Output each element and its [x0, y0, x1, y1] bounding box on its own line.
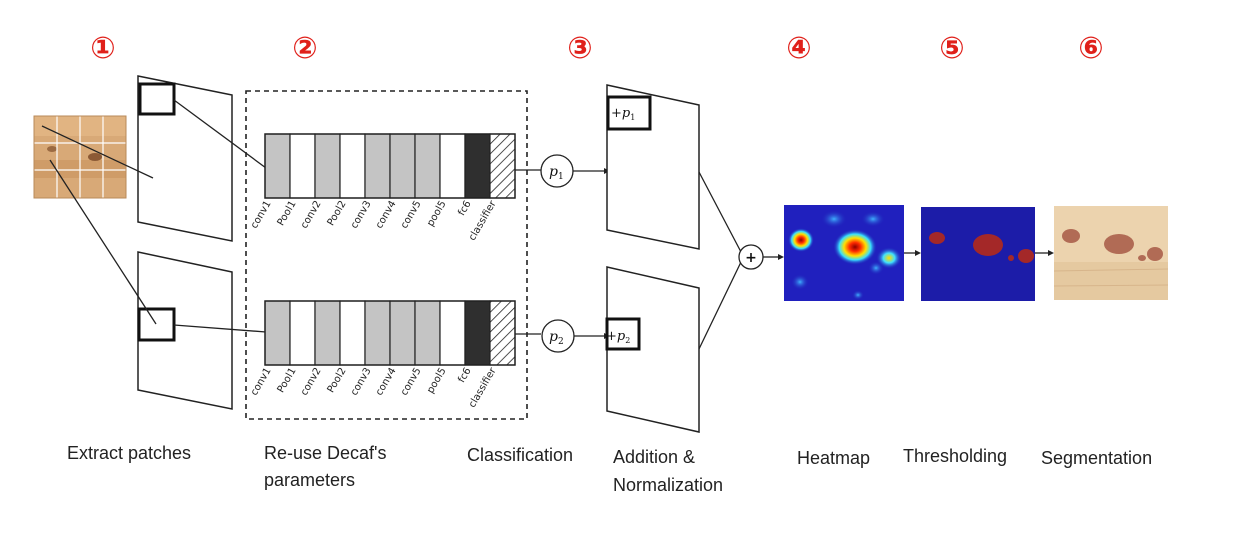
bottom-label-pool5: pool5	[425, 366, 448, 396]
top-outline	[264, 133, 516, 199]
top-layer-pool2	[339, 133, 366, 199]
top-layer-pool5	[439, 133, 466, 199]
top-label-conv2: conv2	[299, 199, 324, 231]
bottom-layer-fc6	[464, 300, 491, 366]
caption-addition-line2: Normalization	[613, 475, 724, 495]
connector-source-to-plane2	[49, 159, 157, 325]
bottom-layer-pool2	[339, 300, 366, 366]
bottom-layer-conv2	[314, 300, 341, 366]
step-number-4: ④	[786, 31, 811, 66]
bottom-layer-conv5	[414, 300, 441, 366]
patch-plane-2	[137, 251, 233, 410]
bottom-label-conv4: conv4	[374, 366, 399, 398]
top-layer-pool1	[289, 133, 316, 199]
top-layer-conv5	[414, 133, 441, 199]
addition-patch-1	[606, 95, 652, 131]
top-layer-conv4	[389, 133, 416, 199]
connector-patch2-to-net	[173, 324, 267, 333]
caption-heatmap: Heatmap	[797, 448, 871, 468]
top-label-conv4: conv4	[374, 199, 399, 231]
top-label-conv1: conv1	[249, 199, 274, 231]
bottom-label-conv3: conv3	[349, 366, 374, 398]
top-layer-conv3	[364, 133, 391, 199]
threshold-image	[921, 207, 1035, 301]
patch-window-1	[138, 82, 176, 116]
step-number-1: ①	[90, 31, 115, 66]
probability-label-2: p2	[549, 329, 564, 347]
top-label-conv5: conv5	[399, 199, 424, 231]
top-label-pool1: Pool1	[276, 199, 299, 228]
arrow-sum-head	[778, 254, 784, 260]
step-number-3: ③	[567, 31, 592, 66]
step-number-6: ⑥	[1078, 31, 1103, 66]
addition-label-1: +p1	[611, 106, 635, 122]
sum-symbol: +	[745, 250, 757, 266]
bottom-layer-conv4	[389, 300, 416, 366]
addition-plane-2	[606, 266, 700, 433]
top-layer-conv1	[264, 133, 291, 199]
step-number-5: ⑤	[939, 31, 964, 66]
decaf-dashed-box	[245, 90, 528, 420]
bottom-layer-conv3	[364, 300, 391, 366]
heatmap-image	[784, 205, 904, 301]
bottom-label-conv1: conv1	[249, 366, 274, 398]
segmentation-image	[1054, 206, 1168, 300]
caption-segmentation: Segmentation	[1041, 448, 1153, 468]
top-label-fc6: fc6	[456, 199, 473, 218]
caption-classification: Classification	[467, 445, 574, 465]
bottom-label-conv5: conv5	[399, 366, 424, 398]
bottom-label-fc6: fc6	[456, 366, 473, 385]
bottom-layer-pool5	[439, 300, 466, 366]
top-layer-conv2	[314, 133, 341, 199]
line-plane1-to-sum	[698, 171, 742, 253]
arrow-threshold-head	[1048, 250, 1054, 256]
connector-source-to-plane1	[41, 125, 154, 179]
caption-extract-patches: Extract patches	[67, 443, 192, 463]
bottom-layer-pool1	[289, 300, 316, 366]
line-plane2-to-sum	[698, 261, 742, 350]
top-layer-fc6	[464, 133, 491, 199]
bottom-layer-conv1	[264, 300, 291, 366]
top-label-pool5: pool5	[425, 199, 448, 229]
arrow-heatmap-head	[915, 250, 921, 256]
addition-label-2: +p2	[606, 329, 630, 345]
probability-label-1: p1	[549, 164, 564, 182]
top-layer-classifier	[489, 133, 516, 199]
addition-patch-2	[605, 317, 641, 351]
bottom-label-pool1: Pool1	[276, 366, 299, 395]
source-image-border	[33, 115, 127, 199]
caption-thresholding: Thresholding	[903, 446, 1008, 466]
bottom-label-conv2: conv2	[299, 366, 324, 398]
patch-plane-1	[137, 75, 233, 242]
caption-reuse-line2: parameters	[264, 470, 356, 490]
patch-window-2	[137, 307, 176, 342]
probability-node-2	[541, 319, 575, 353]
top-label-pool2: Pool2	[326, 199, 349, 228]
bottom-label-pool2: Pool2	[326, 366, 349, 395]
caption-reuse-line1: Re-use Decaf's	[264, 443, 387, 463]
step-number-2: ②	[292, 31, 317, 66]
caption-addition-line1: Addition &	[613, 447, 696, 467]
bottom-outline	[264, 300, 516, 366]
connector-patch1-to-net	[173, 99, 267, 169]
bottom-layer-classifier	[489, 300, 516, 366]
step-numbers: ① ② ③ ④ ⑤ ⑥	[90, 31, 1103, 66]
top-label-conv3: conv3	[349, 199, 374, 231]
